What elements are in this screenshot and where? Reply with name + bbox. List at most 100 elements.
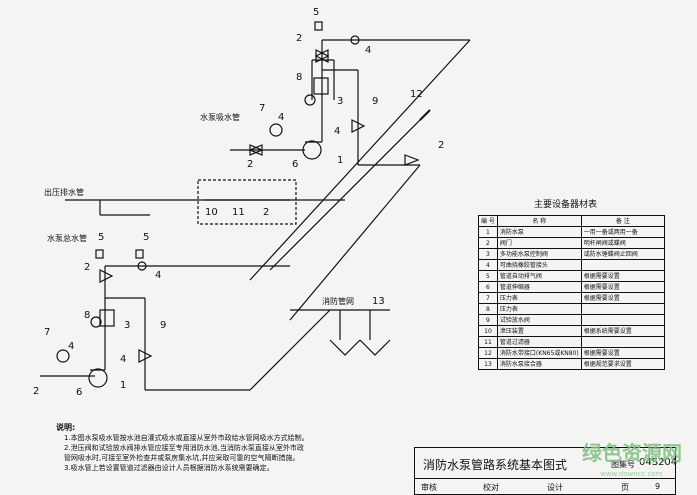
callout-9-top: 9	[372, 96, 379, 107]
gauge-8a	[304, 94, 316, 106]
header-remark: 备 注	[580, 215, 666, 227]
hose-12	[419, 109, 431, 121]
signature-row: 审核 校对 设计 页 9	[415, 478, 675, 495]
header-no: 编 号	[478, 215, 498, 227]
air-valve-5c	[135, 249, 144, 259]
row-no: 8	[478, 303, 498, 315]
row-name: 可曲挠橡胶管接头	[496, 259, 582, 271]
row-no: 12	[478, 347, 498, 359]
notes: 说明: 1.本图水泵吸水管按水池自灌式吸水或直接从室外市政给水管网吸水方式绘制。…	[56, 423, 464, 473]
watermark-url: www.downcc.com	[600, 470, 663, 478]
callout-1-lower: 1	[120, 380, 127, 391]
gauge-7a	[269, 123, 283, 137]
callout-2-left: 2	[247, 159, 254, 170]
row-remark: 一用一备或两用一备	[580, 226, 666, 238]
callout-4-lower-left: 4	[68, 341, 75, 352]
air-valve-5a	[314, 21, 323, 31]
callout-10: 10	[205, 207, 218, 218]
callout-2-right: 2	[438, 140, 445, 151]
row-remark: 根据需要设置	[580, 347, 666, 359]
valve-2a	[314, 49, 330, 63]
page-number: 9	[655, 482, 661, 491]
label-suction-pipe: 水泵吸水管	[200, 113, 240, 122]
callout-2-top: 2	[296, 33, 303, 44]
callout-4-left: 4	[278, 112, 285, 123]
callout-8-lower: 8	[84, 310, 91, 321]
note-item: 管网吸水时,可接至室外检查井或泵房集水坑,并应采取可靠的空气隔断措施。	[64, 454, 300, 462]
row-no: 9	[478, 314, 498, 326]
callout-13: 13	[372, 296, 385, 307]
callout-3-top: 3	[337, 96, 344, 107]
row-remark: 根据系统需要设置	[580, 325, 666, 337]
row-no: 5	[478, 270, 498, 282]
callout-8-top: 8	[296, 72, 303, 83]
row-remark	[580, 336, 666, 348]
callout-4-top: 4	[365, 45, 372, 56]
row-remark	[580, 314, 666, 326]
row-name: 管道自动排气阀	[496, 270, 582, 282]
valve-2b	[248, 144, 264, 156]
callout-4-lower-mid: 4	[120, 354, 127, 365]
materials-header-row: 编 号 名 称 备 注	[478, 215, 666, 227]
main-diagonal-pipe	[249, 39, 471, 281]
note-item: 1.本图水泵吸水管按水池自灌式吸水或直接从室外市政给水管网吸水方式绘制。	[64, 434, 309, 442]
pump-lower	[88, 368, 108, 388]
check-label: 校对	[483, 483, 499, 492]
callout-9-lower: 9	[160, 320, 167, 331]
bypass-box	[197, 179, 297, 225]
callout-1-top: 1	[337, 155, 344, 166]
callout-12: 12	[410, 89, 423, 100]
callout-2-lower: 2	[84, 262, 91, 273]
row-name: 多功能水泵控制阀	[496, 248, 582, 260]
callout-5-lower-b: 5	[143, 232, 150, 243]
row-no: 2	[478, 237, 498, 249]
callout-6-lower: 6	[76, 387, 83, 398]
drawing-title: 消防水泵管路系统基本图式	[423, 458, 568, 472]
review-label: 审核	[421, 483, 437, 492]
row-name: 管道过滤器	[496, 336, 582, 348]
row-name: 压力表	[496, 303, 582, 315]
row-no: 6	[478, 281, 498, 293]
row-name: 消防水泵接合器	[496, 358, 582, 370]
row-no: 7	[478, 292, 498, 304]
row-name: 试验放水阀	[496, 314, 582, 326]
atlas-label: 图集号	[611, 460, 635, 469]
gauge-8b	[90, 316, 102, 328]
row-name: 泄压装置	[496, 325, 582, 337]
label-pressure-pipe: 出压排水管	[44, 188, 84, 197]
row-remark: 根据需要设置	[580, 292, 666, 304]
pump-upper	[302, 140, 322, 160]
callout-2-bypass: 2	[263, 207, 270, 218]
row-no: 13	[478, 358, 498, 370]
row-remark	[580, 303, 666, 315]
callout-5-top: 5	[313, 7, 320, 18]
callout-11: 11	[232, 207, 245, 218]
row-remark	[580, 259, 666, 271]
row-no: 3	[478, 248, 498, 260]
row-name: 压力表	[496, 292, 582, 304]
callout-4-lower: 4	[155, 270, 162, 281]
callout-7-lower: 7	[44, 327, 51, 338]
air-valve-5b	[95, 249, 104, 259]
connector-13	[329, 339, 391, 356]
row-remark: 明杆闸阀或蝶阀	[580, 237, 666, 249]
callout-7-top: 7	[259, 103, 266, 114]
row-no: 4	[478, 259, 498, 271]
callout-6-top: 6	[292, 159, 299, 170]
callout-5-lower-a: 5	[98, 232, 105, 243]
valve-2c	[99, 269, 114, 283]
row-name: 消防水泵	[496, 226, 582, 238]
valve-9b	[138, 349, 153, 363]
